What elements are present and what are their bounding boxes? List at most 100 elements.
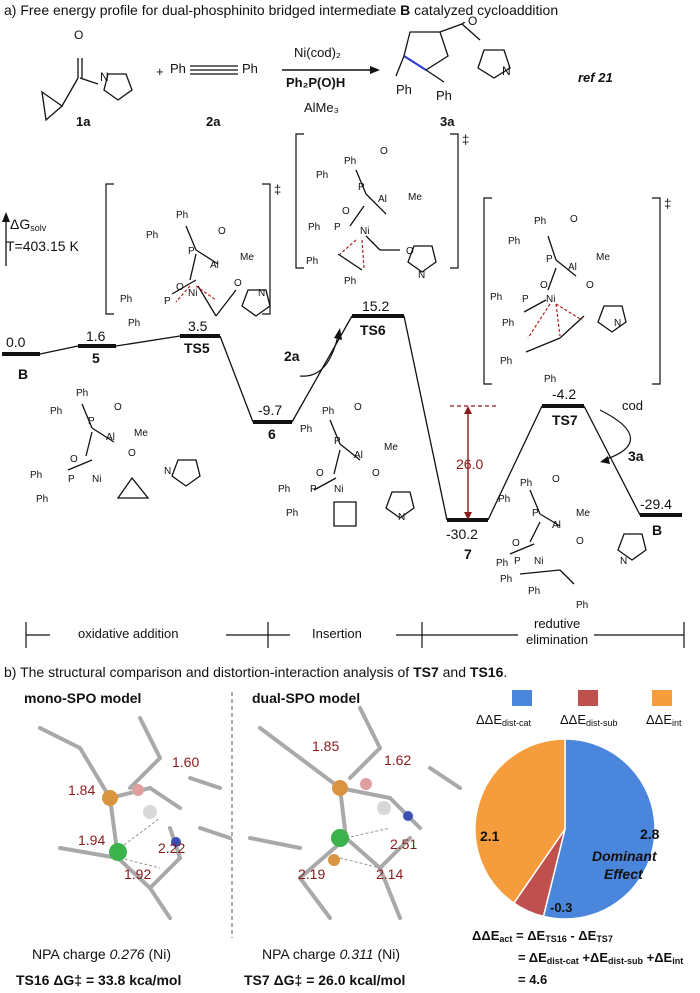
int7-p-2: P <box>514 556 521 567</box>
ts5-ph-3: Ph <box>120 294 133 305</box>
eq-rhs-b: - ΔE <box>566 928 597 943</box>
ts5-o-3: O <box>234 278 242 289</box>
structure-renderings <box>38 692 462 938</box>
int5-ph-2: Ph <box>50 406 63 417</box>
dual-npa-atom: (Ni) <box>377 946 400 962</box>
ts6-n: N <box>418 270 426 281</box>
int6-ph-3: Ph <box>278 484 291 495</box>
label-2a: 2a <box>206 114 221 129</box>
int7-ph-4: Ph <box>500 574 513 585</box>
int7-ni: Ni <box>534 556 544 567</box>
dual-distance-2: 1.62 <box>384 752 412 768</box>
dual-spo-title: dual-SPO model <box>252 690 361 706</box>
legend-label-dist-cat: ΔΔEdist-cat <box>476 712 531 728</box>
ts7-p-2: P <box>522 294 529 305</box>
ts-brackets <box>105 133 661 385</box>
reaction-scheme <box>41 22 511 122</box>
int5-ni: Ni <box>92 474 102 485</box>
ts5-me: Me <box>240 252 254 263</box>
int6-o-3: O <box>372 468 380 479</box>
level-value-TS7: -4.2 <box>552 386 577 402</box>
axis-temperature: T=403.15 K <box>6 238 79 254</box>
condition-catalyst: Ni(cod)₂ <box>294 45 341 60</box>
dual-spo-structure <box>248 706 462 920</box>
ts7-al: Al <box>568 262 577 273</box>
ts6-dashed-bonds <box>339 239 365 269</box>
dual-distance-1: 1.85 <box>312 738 340 754</box>
ts5-ph-1: Ph <box>176 210 189 221</box>
level-value-TS5: 3.5 <box>188 318 208 334</box>
equation-line-2: = ΔEdist-cat +ΔEdist-sub +ΔEint <box>518 950 683 966</box>
product-ph-1: Ph <box>396 82 412 97</box>
alkyne-ph-right: Ph <box>242 61 258 76</box>
reference-label: ref 21 <box>578 70 613 85</box>
int6-p-2: P <box>310 484 317 495</box>
level-name-TS7: TS7 <box>552 412 578 428</box>
mono-npa: NPA charge 0.276 (Ni) <box>32 946 171 962</box>
panel-b-title: b) The structural comparison and distort… <box>4 664 507 680</box>
int5-p-1: P <box>88 416 95 427</box>
dual-npa-value: 0.311 <box>339 946 374 962</box>
legend-main-dist-sub: ΔΔE <box>560 712 587 727</box>
cod-label: cod <box>622 398 643 413</box>
scheme-oxygen: O <box>74 28 84 42</box>
ts7-ni: Ni <box>546 294 556 305</box>
panel-b-title-ts16: TS16 <box>469 664 504 680</box>
eq-line2-b-sub: dist-sub <box>607 956 643 966</box>
ts6-al: Al <box>378 194 387 205</box>
barrier-marker <box>450 405 496 520</box>
level-value-TS6: 15.2 <box>362 298 390 314</box>
mono-dg-value: ΔG‡ = 33.8 kca/mol <box>53 972 182 988</box>
intermediate5-structure-lines <box>67 403 201 499</box>
int6-ni: Ni <box>334 484 344 495</box>
ts7-n: N <box>614 318 622 329</box>
eq-line2-c-sub: int <box>672 956 684 966</box>
mono-distance-3: 1.94 <box>78 832 106 848</box>
ts7-ph-3: Ph <box>490 292 503 303</box>
int5-al: Al <box>106 432 115 443</box>
legend-label-int: ΔΔEint <box>646 712 682 728</box>
int7-me: Me <box>576 508 590 519</box>
pie-label-int: 2.1 <box>480 828 500 844</box>
mono-spo-structure <box>38 716 232 920</box>
product-nitrogen: N <box>502 64 511 78</box>
plus-sign: + <box>156 64 164 79</box>
int6-p-1: P <box>334 436 341 447</box>
int6-n: N <box>398 512 406 523</box>
int7-ph-6: Ph <box>576 600 589 611</box>
ts5-o-2: O <box>176 282 184 293</box>
eq-lhs: ΔΔE <box>472 928 500 943</box>
product-oxygen: O <box>468 14 478 28</box>
ts6-ph-4: Ph <box>306 256 319 267</box>
int7-o-3: O <box>576 536 584 547</box>
pie-label-dist-sub: -0.3 <box>550 900 573 915</box>
release-arrow <box>599 409 632 461</box>
ts7-o-1: O <box>570 214 578 225</box>
panel-a-title-suffix: catalyzed cycloaddition <box>410 2 559 18</box>
ts7-ph-6: Ph <box>544 374 557 385</box>
eq-rhs-a-sub: TS16 <box>545 934 567 944</box>
eq-line2-b: +ΔE <box>578 950 608 965</box>
equation-line-3: = 4.6 <box>518 972 548 987</box>
ts7-dagger: ‡ <box>664 196 672 211</box>
int7-ph-5: Ph <box>528 586 541 597</box>
panel-b-title-text: b) The structural comparison and distort… <box>4 664 410 680</box>
product-3a-drawing <box>395 22 511 83</box>
ts7-me: Me <box>596 252 610 263</box>
pie-slices <box>474 738 656 920</box>
level-name-6: 6 <box>268 426 276 442</box>
int5-o-1: O <box>114 402 122 413</box>
eq-rhs-a: = ΔE <box>512 928 546 943</box>
mono-npa-atom: (Ni) <box>148 946 172 962</box>
eq-line2-a-sub: dist-cat <box>546 956 579 966</box>
int7-p-1: P <box>532 508 539 519</box>
ts6-o-2: O <box>342 206 350 217</box>
int5-n: N <box>164 466 172 477</box>
ts6-dagger: ‡ <box>462 132 470 147</box>
eq-rhs-b-sub: TS7 <box>596 934 613 944</box>
pie-label-dist-cat: 2.8 <box>640 826 660 842</box>
dual-distance-5: 2.14 <box>376 866 404 882</box>
dual-npa: NPA charge 0.311 (Ni) <box>262 946 400 962</box>
int5-o-2: O <box>70 454 78 465</box>
int6-ph-1: Ph <box>322 406 335 417</box>
